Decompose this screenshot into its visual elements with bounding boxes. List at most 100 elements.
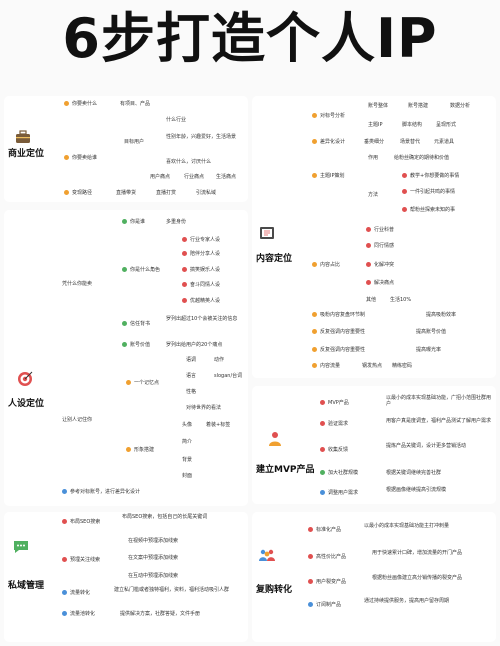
node-label: 布局SEO搜索 [70,519,101,525]
node-label: 对待世界的看法 [186,405,222,411]
node-label: 信任背书 [130,321,151,327]
node-label: 生活10% [390,297,412,303]
node-label: 通过持续提供服务，提高用户留存周期 [364,598,450,604]
bullet-dot [126,447,131,452]
target-icon [18,371,33,386]
bullet-dot [312,329,317,334]
node-label: 钢发热点 [362,363,383,369]
bullet-dot [320,470,325,475]
node-label: 封面 [182,473,193,479]
bullet-dot [122,219,127,224]
bullet-dot [308,527,313,532]
node-label: 用户痛点 [150,174,171,180]
node-label: 一件引起共鸣的事情 [410,189,456,195]
section-mvp [252,386,496,504]
node-label: 动作 [214,357,225,363]
node-label: 内容占比 [320,262,341,268]
section-label: 私域管理 [8,581,45,591]
node-label: 喜欢什么，讨厌什么 [166,159,212,165]
node-label: 作用 [368,155,379,161]
page-title: 6步打造个人IP [62,7,438,70]
node-label: 精练密码 [392,363,413,369]
node-label: 验证需求 [328,421,349,427]
node-label: 标准化产品 [316,527,342,533]
node-label: 在文案中预埋添加线索 [128,555,179,561]
node-label: 行业科普 [374,227,395,233]
node-label: 差异化设计 [320,139,346,145]
node-label: 形象搭建 [134,447,155,453]
bullet-dot [366,243,371,248]
node-label: 账号价值 [130,342,151,348]
node-label: 奋斗同情人设 [190,282,221,288]
node-label: 陪伴分享人设 [190,251,221,257]
node-label: 化解冲突 [374,262,395,268]
chat-icon [14,541,28,553]
bullet-dot [402,207,407,212]
bullet-dot [320,447,325,452]
section-repurchase [252,512,496,642]
node-label: 以最小的成本实现基础功能主打冲刺量 [364,523,450,529]
node-label: 收集反馈 [328,447,349,453]
bullet-dot [312,262,317,267]
bullet-dot [320,490,325,495]
node-label: 直播带货 [116,190,137,196]
node-label: 数据分析 [450,103,471,109]
bullet-dot [308,602,313,607]
bullet-dot [182,251,187,256]
node-label: 解决痛点 [374,280,395,286]
bullet-dot [62,557,67,562]
node-label: 主题IP策划 [320,173,345,179]
bullet-dot [402,173,407,178]
node-label: 对标号分析 [320,113,346,119]
node-label: 直播打赏 [156,190,177,196]
bullet-dot [312,347,317,352]
bullet-dot [366,262,371,267]
node-label: 元素道具 [434,139,455,145]
node-label: 帮粉丝探索未知的事 [410,207,456,213]
node-label: 什么行业 [166,117,187,123]
node-label: 头像 [182,422,193,428]
node-label: 根据画像继续提高引流规模 [386,487,447,493]
node-label: 着装+标签 [206,422,231,428]
bullet-dot [308,579,313,584]
bullet-dot [182,267,187,272]
node-label: 生活痛点 [216,174,237,180]
people-icon [259,549,275,561]
bullet-dot [312,363,317,368]
node-label: 多重身份 [166,219,187,225]
node-label: 行业痛点 [184,174,205,180]
node-label: 给粉丝确定的期待和价值 [394,155,450,161]
node-label: 用于快速累计口碑，增加流量的开门产品 [372,550,463,556]
bullet-dot [62,611,67,616]
bullet-dot [122,321,127,326]
node-label: 方法 [368,192,379,198]
bullet-dot [64,155,69,160]
node-label: 调整用户需求 [328,490,359,496]
node-label: 预埋关注线索 [70,557,101,563]
section-persona [4,210,248,506]
node-label: 变现路径 [72,190,93,196]
section-label: 建立MVP产品 [256,465,315,475]
node-label: 语言 [186,373,197,379]
bullet-dot [64,190,69,195]
node-label: 根据关键词继续完善社群 [386,470,442,476]
node-label: MVP产品 [328,400,349,406]
node-label: 性别年龄，兴趣爱好，生活场景 [166,134,237,140]
node-label: slogan/台词 [214,373,243,379]
node-label: 脚本结构 [402,122,423,128]
bullet-dot [312,173,317,178]
node-label: 垂类细分 [364,139,385,145]
node-label: 罗列出超过10个会被关注的信息 [166,316,238,322]
node-label: 简介 [182,439,193,445]
node-label: 吸粉内容复盘环节制 [320,312,366,318]
book-icon [260,227,274,239]
node-label: 反复强调内容重要性 [320,347,366,353]
node-label: 用户裂变产品 [316,579,347,585]
node-label: 流量池转化 [70,611,96,617]
node-label: 提供解决方案，社群答疑，文件手册 [120,611,201,617]
node-label: 行业专家人设 [190,237,221,243]
node-label: 引流私域 [196,190,217,196]
node-label: 以最小的成本实现基础功能，广招小范围社群用户 [386,395,492,407]
node-label: 目标用户 [124,139,145,145]
node-label: 场景替代 [400,139,421,145]
